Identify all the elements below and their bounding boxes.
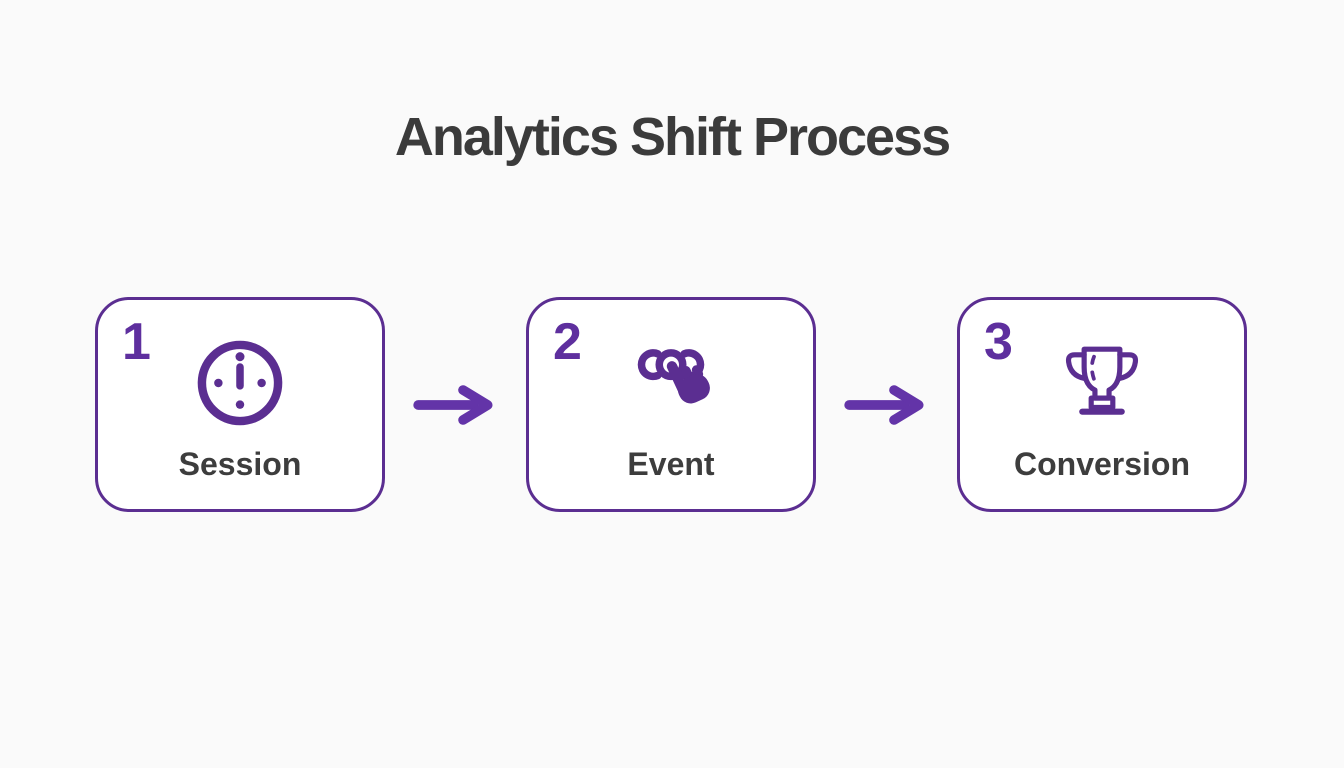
arrow-right-icon bbox=[385, 383, 526, 427]
step-number: 2 bbox=[553, 313, 582, 371]
arrow-right-icon bbox=[816, 383, 957, 427]
step-number: 3 bbox=[984, 313, 1013, 371]
step-label: Conversion bbox=[1013, 446, 1191, 482]
tap-icon bbox=[624, 336, 718, 430]
step-card-conversion: 3 Conversion bbox=[957, 297, 1247, 512]
page-title: Analytics Shift Process bbox=[394, 107, 951, 167]
step-card-event: 2 Event bbox=[526, 297, 816, 512]
step-card-session: 1 Session bbox=[95, 297, 385, 512]
clock-icon bbox=[193, 336, 287, 430]
step-label: Session bbox=[178, 446, 302, 482]
trophy-icon bbox=[1055, 336, 1149, 430]
step-label: Event bbox=[627, 446, 715, 482]
step-number: 1 bbox=[122, 313, 151, 371]
process-flow: 1 Session 2 bbox=[95, 297, 1247, 512]
